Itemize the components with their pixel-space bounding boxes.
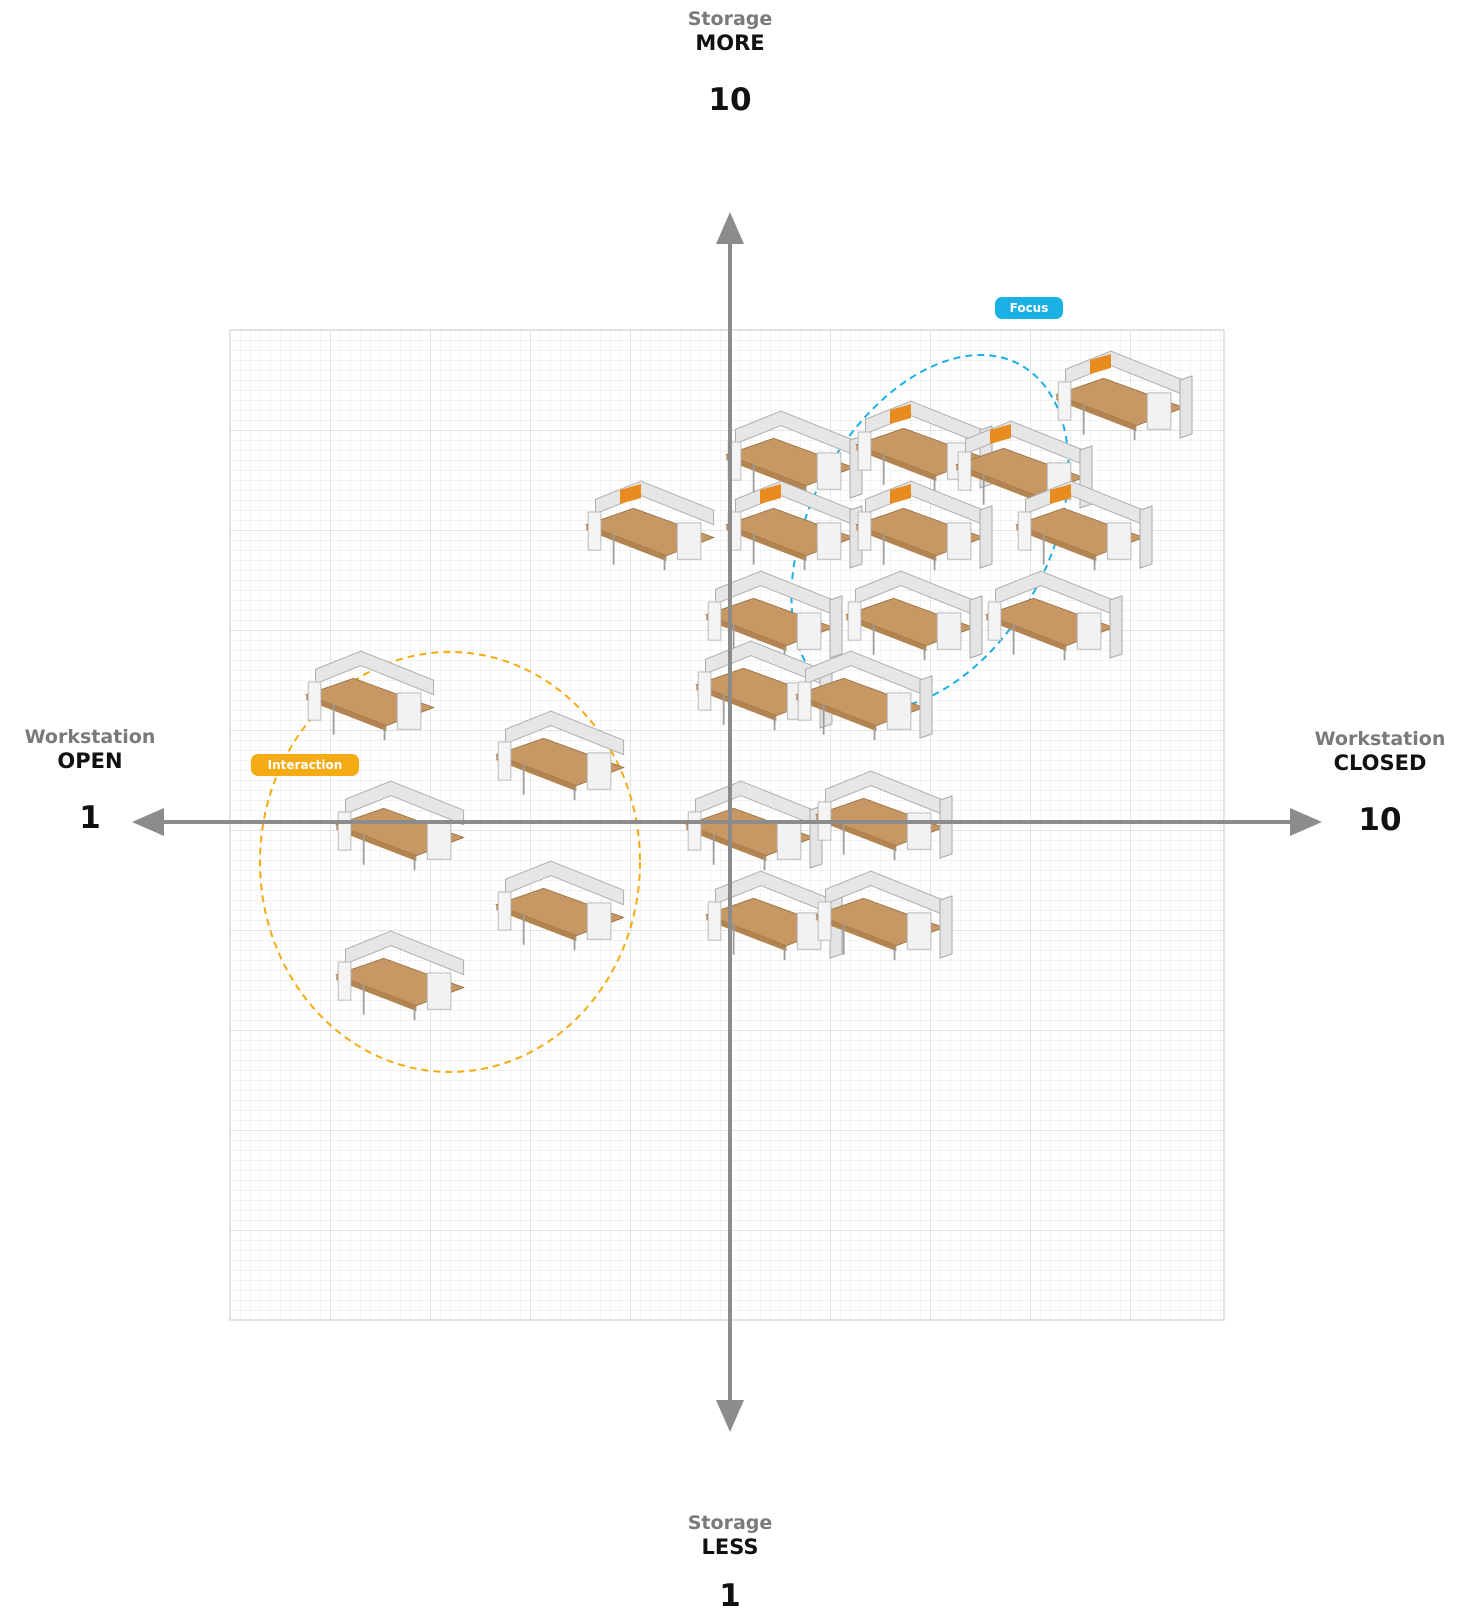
focus-tag: Focus — [995, 297, 1063, 319]
workstation-icon — [585, 480, 715, 572]
axes — [132, 212, 1322, 1432]
workstation-icon — [795, 650, 933, 742]
y-axis-arrow-up — [716, 212, 744, 244]
right-axis-direction: CLOSED — [1333, 751, 1427, 775]
workstation-icon — [1015, 480, 1153, 572]
workstations — [305, 350, 1193, 1022]
bottom-axis-title: Storage — [687, 1512, 773, 1534]
left-axis-value: 1 — [79, 800, 101, 836]
right-axis-value: 10 — [1358, 802, 1402, 838]
bottom-axis-direction: LESS — [701, 1535, 759, 1559]
left-axis-direction: OPEN — [57, 749, 123, 773]
bottom-axis-value: 1 — [719, 1578, 741, 1614]
bottom-axis-label: Storage LESS — [640, 1512, 820, 1560]
right-axis-label: Workstation CLOSED — [1290, 728, 1465, 776]
workstation-icon — [1055, 350, 1193, 442]
workstation-icon — [725, 480, 863, 572]
workstation-icon — [815, 770, 953, 862]
x-axis-arrow-left — [132, 808, 164, 836]
left-axis-label: Workstation OPEN — [0, 726, 180, 774]
y-axis-arrow-down — [716, 1400, 744, 1432]
workstation-icon — [705, 570, 843, 662]
left-axis-title: Workstation — [24, 726, 156, 748]
top-axis-title: Storage — [687, 8, 773, 30]
top-axis-direction: MORE — [695, 31, 765, 55]
top-axis-value: 10 — [708, 82, 752, 118]
workstation-icon — [815, 870, 953, 962]
top-axis-label: Storage MORE — [640, 8, 820, 56]
workstation-icon — [985, 570, 1123, 662]
x-axis-arrow-right — [1290, 808, 1322, 836]
workstation-icon — [845, 570, 983, 662]
interaction-region — [259, 651, 641, 1073]
right-axis-title: Workstation — [1314, 728, 1446, 750]
workstation-icon — [855, 480, 993, 572]
interaction-tag: Interaction — [251, 754, 359, 776]
